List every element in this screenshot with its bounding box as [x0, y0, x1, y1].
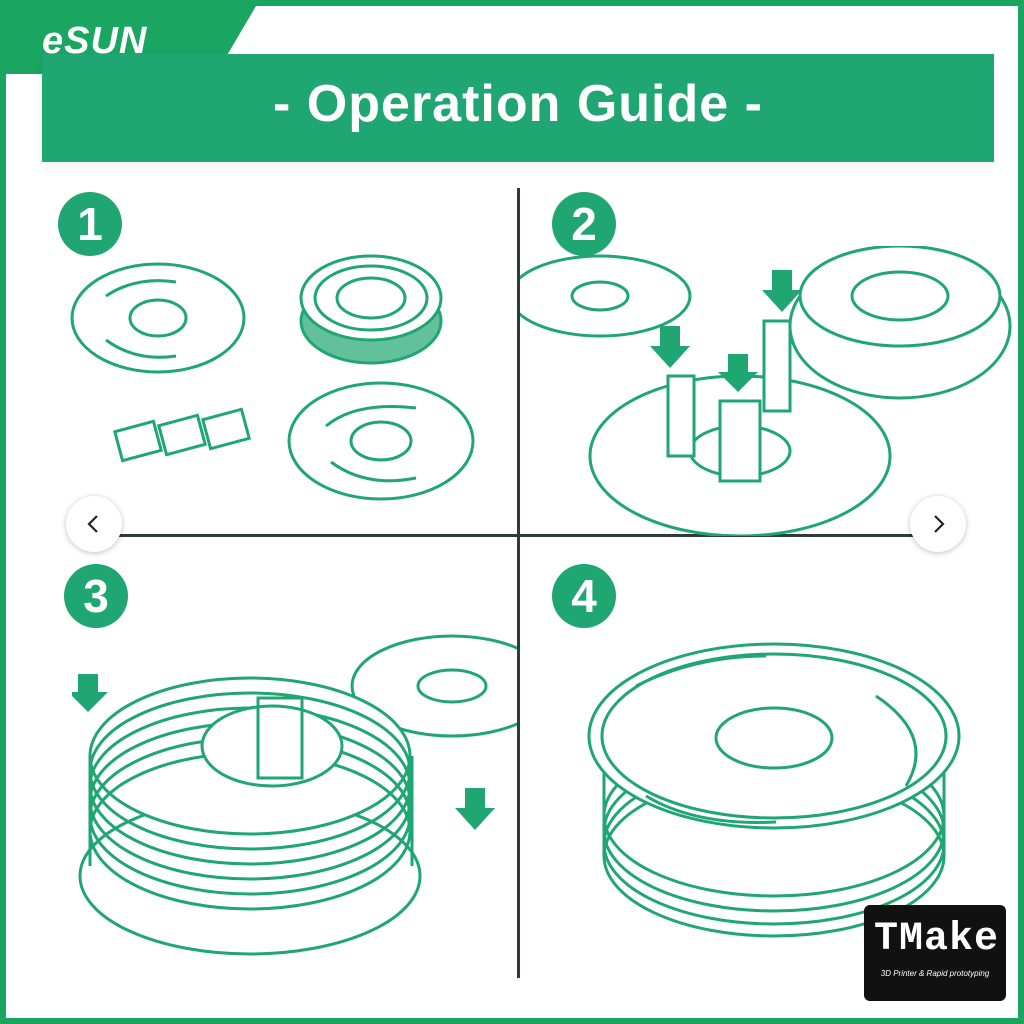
watermark-tagline: 3D Printer & Rapid prototyping	[880, 969, 990, 978]
watermark-logo-mark: TMake	[874, 917, 1000, 962]
watermark-logo: TMake 3D Printer & Rapid prototyping	[864, 905, 1006, 1001]
chevron-right-icon	[934, 515, 945, 533]
title-bar: - Operation Guide -	[42, 54, 994, 162]
next-slide-button[interactable]	[910, 496, 966, 552]
step-4-complete-spool-illustration	[587, 642, 961, 938]
chevron-left-icon	[87, 515, 98, 533]
step-number-4: 4	[552, 564, 616, 628]
page-title: - Operation Guide -	[273, 75, 763, 133]
step-2-assembly-illustration	[520, 246, 1012, 536]
previous-slide-button[interactable]	[66, 496, 122, 552]
step-3-spool-illustration	[72, 634, 517, 956]
step-number-2: 2	[552, 192, 616, 256]
step-number-1: 1	[58, 192, 122, 256]
step-1-parts-illustration	[70, 254, 475, 501]
vertical-divider	[517, 188, 520, 978]
step-number-3: 3	[64, 564, 128, 628]
